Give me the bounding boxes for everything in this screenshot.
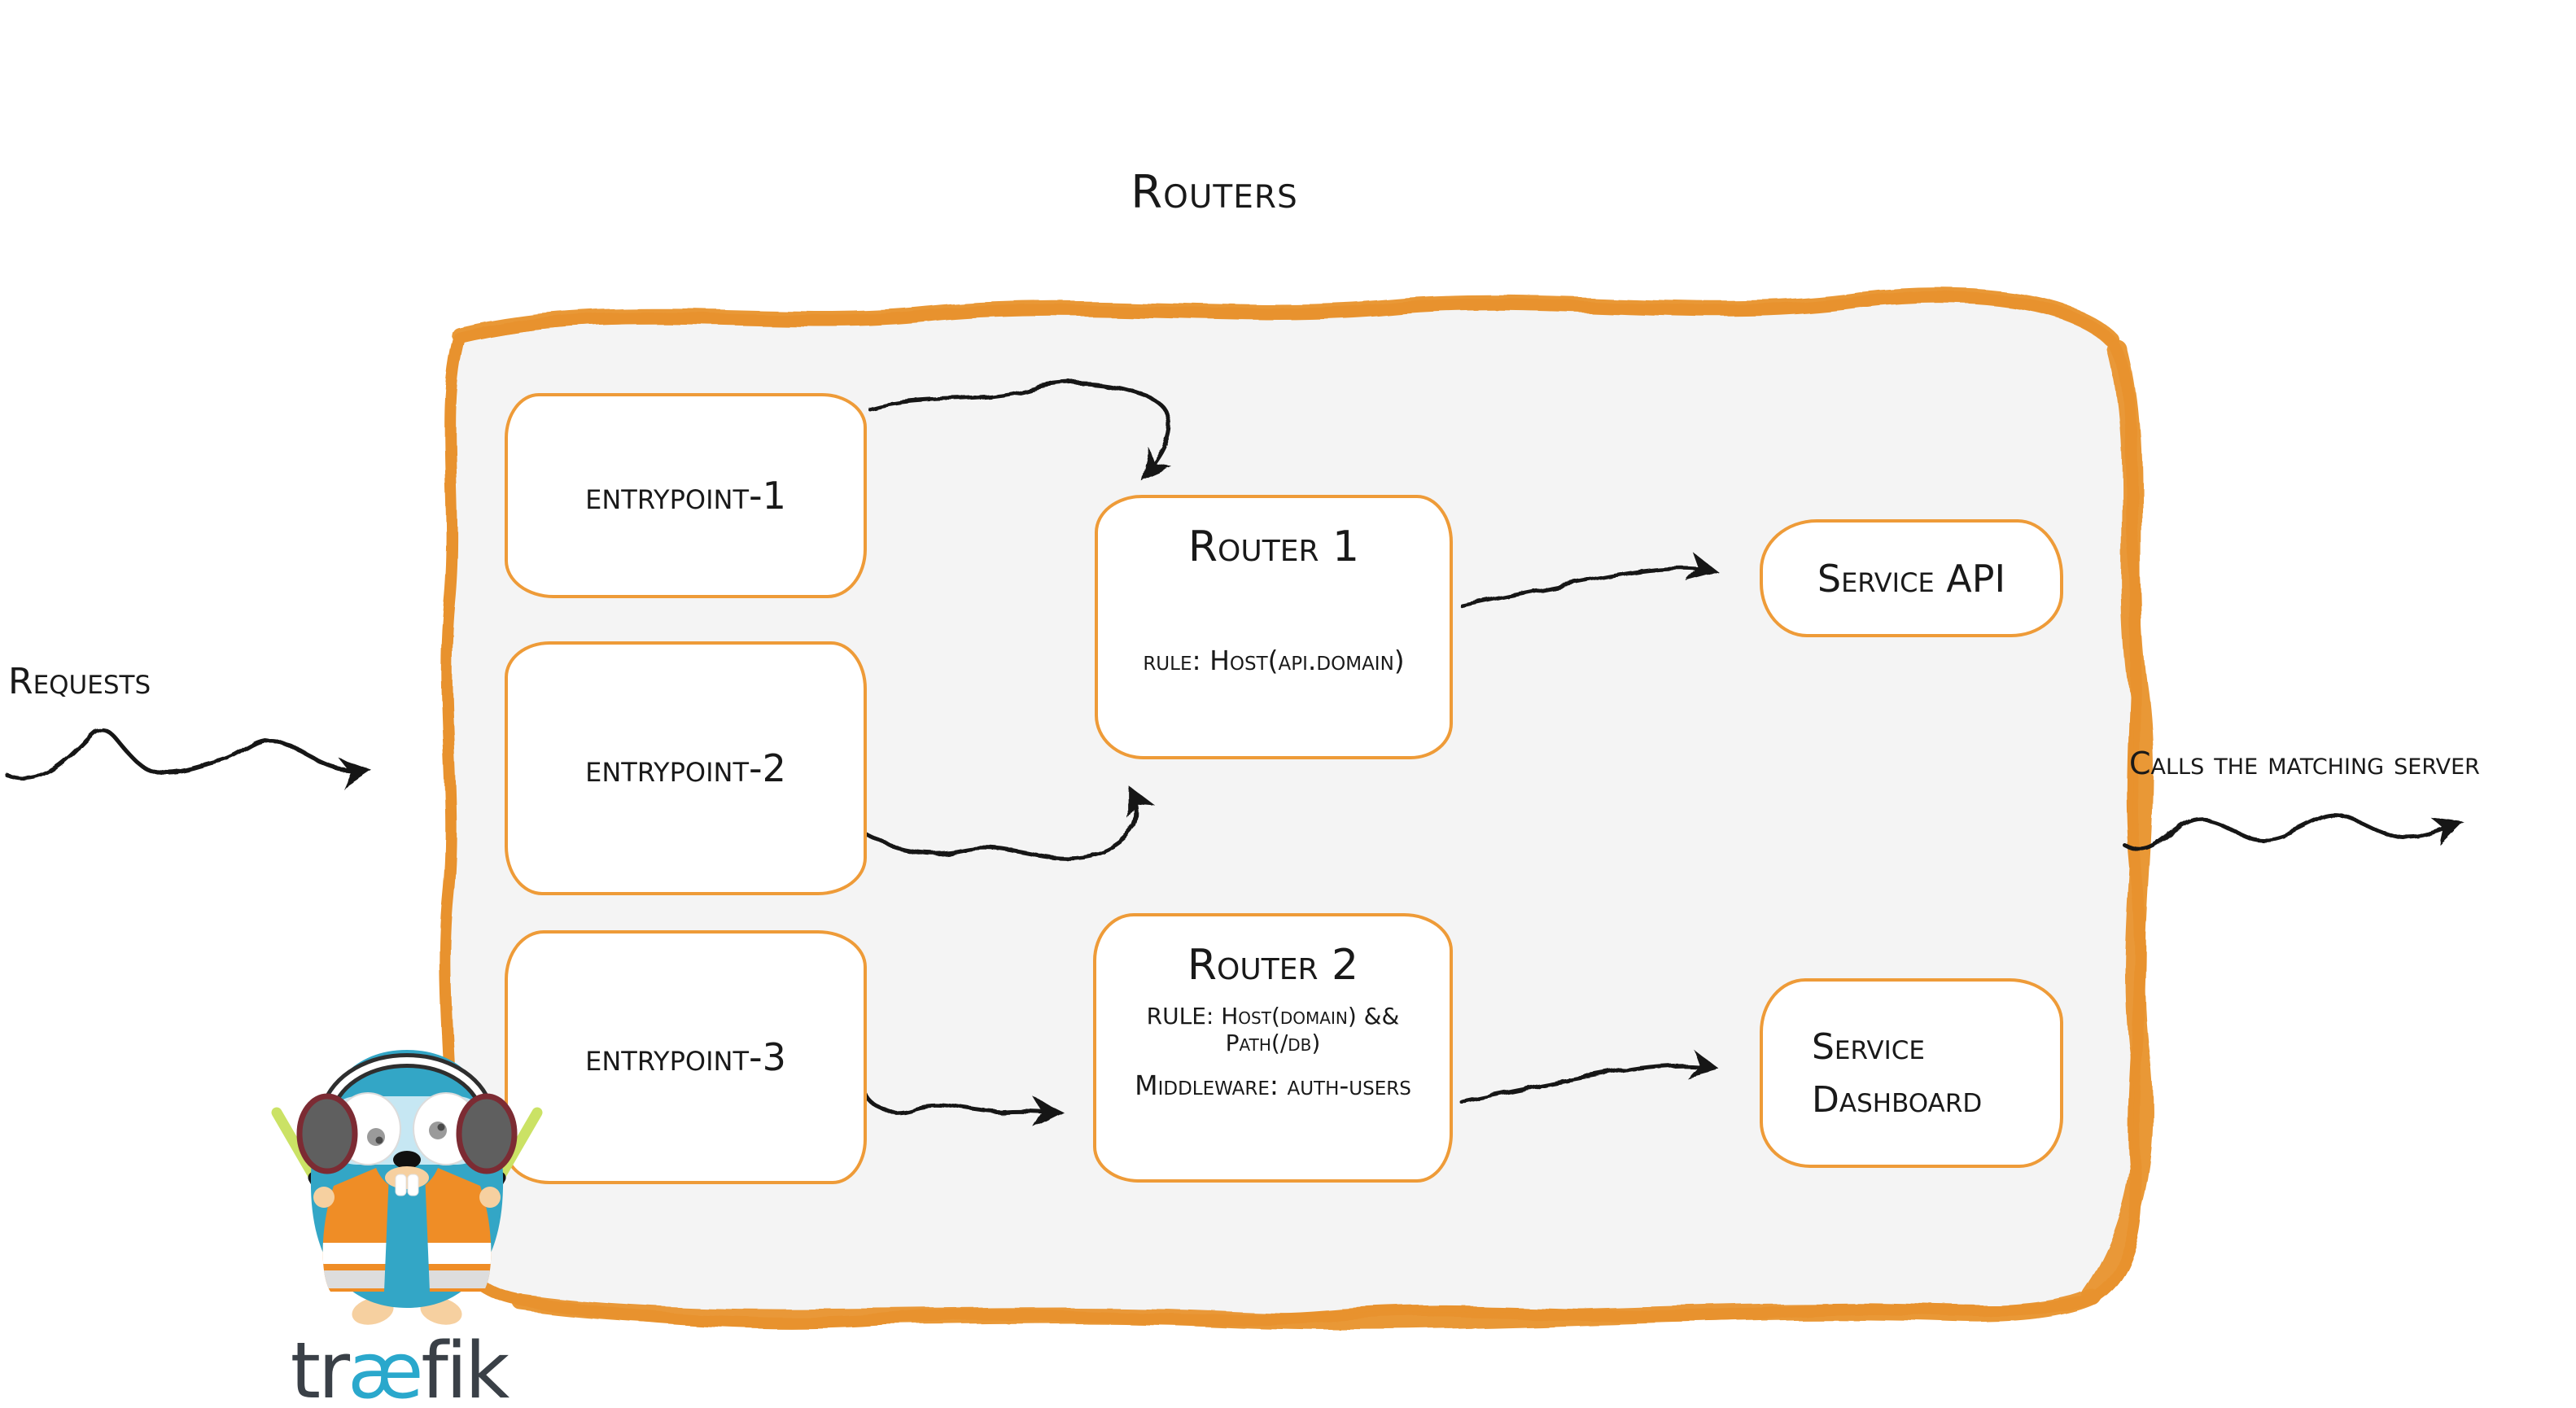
left-pupil <box>375 1136 383 1144</box>
router-1-rule: rule: Host(api.domain) <box>1143 645 1405 676</box>
arrow-calls-out <box>2122 813 2466 852</box>
router-2-middleware: Middleware: auth-users <box>1135 1069 1411 1101</box>
vest-chest-gap <box>384 1173 430 1292</box>
service-dashboard-label-line1: Service <box>1812 1025 1925 1068</box>
wordmark-part-fik: fik <box>421 1327 510 1408</box>
router-2-rule: RULE: Host(domain) && Path(/db) <box>1146 1003 1400 1056</box>
calls-matching-server-label: Calls the matching server <box>2129 746 2480 781</box>
router-2-box: Router 2 RULE: Host(domain) && Path(/db)… <box>1093 913 1453 1183</box>
arrow-entrypoint2-to-router1 <box>860 785 1157 861</box>
headphones-band-inner <box>324 1057 490 1113</box>
right-ear-cup <box>456 1093 518 1174</box>
arrow-requests-in <box>4 727 371 789</box>
router-2-title: Router 2 <box>1187 941 1359 990</box>
service-api-box: Service API <box>1760 519 2063 637</box>
entrypoint-2-label: entrypoint-2 <box>585 746 786 790</box>
arrow-router2-to-service-dashboard <box>1459 1047 1720 1104</box>
arrow-entrypoint3-to-router2 <box>860 1085 1065 1128</box>
right-eye <box>429 1122 447 1139</box>
page-title: Routers <box>1131 166 1298 219</box>
entrypoint-3-label: entrypoint-3 <box>585 1035 786 1079</box>
left-tooth <box>395 1174 407 1196</box>
entrypoint-1-box: entrypoint-1 <box>505 393 867 598</box>
traefik-gopher-logo <box>271 1050 543 1325</box>
nose <box>393 1151 421 1169</box>
left-hand <box>313 1187 335 1208</box>
service-dashboard-box: Service Dashboard <box>1760 978 2063 1168</box>
entrypoint-3-box: entrypoint-3 <box>505 930 867 1184</box>
right-hand <box>479 1187 501 1208</box>
router-1-box: Router 1 rule: Host(api.domain) <box>1095 495 1453 759</box>
right-pupil <box>437 1123 445 1131</box>
router-1-title: Router 1 <box>1187 523 1360 571</box>
entrypoint-2-box: entrypoint-2 <box>505 641 867 895</box>
arrow-entrypoint1-to-router1 <box>867 380 1172 480</box>
muzzle <box>385 1166 429 1189</box>
wordmark-part-ae: æ <box>348 1327 423 1408</box>
left-ear-cup <box>296 1093 358 1174</box>
wordmark-part-tr: tr <box>290 1327 350 1408</box>
entrypoint-1-label: entrypoint-1 <box>585 474 786 518</box>
right-tooth <box>407 1174 419 1196</box>
arrow-router1-to-service-api <box>1459 551 1720 608</box>
service-dashboard-label-line2: Dashboard <box>1812 1078 1983 1121</box>
left-eye <box>367 1128 385 1146</box>
traefik-wordmark: træfik <box>252 1333 545 1408</box>
service-api-label: Service API <box>1817 556 2006 601</box>
requests-label: Requests <box>8 661 151 702</box>
